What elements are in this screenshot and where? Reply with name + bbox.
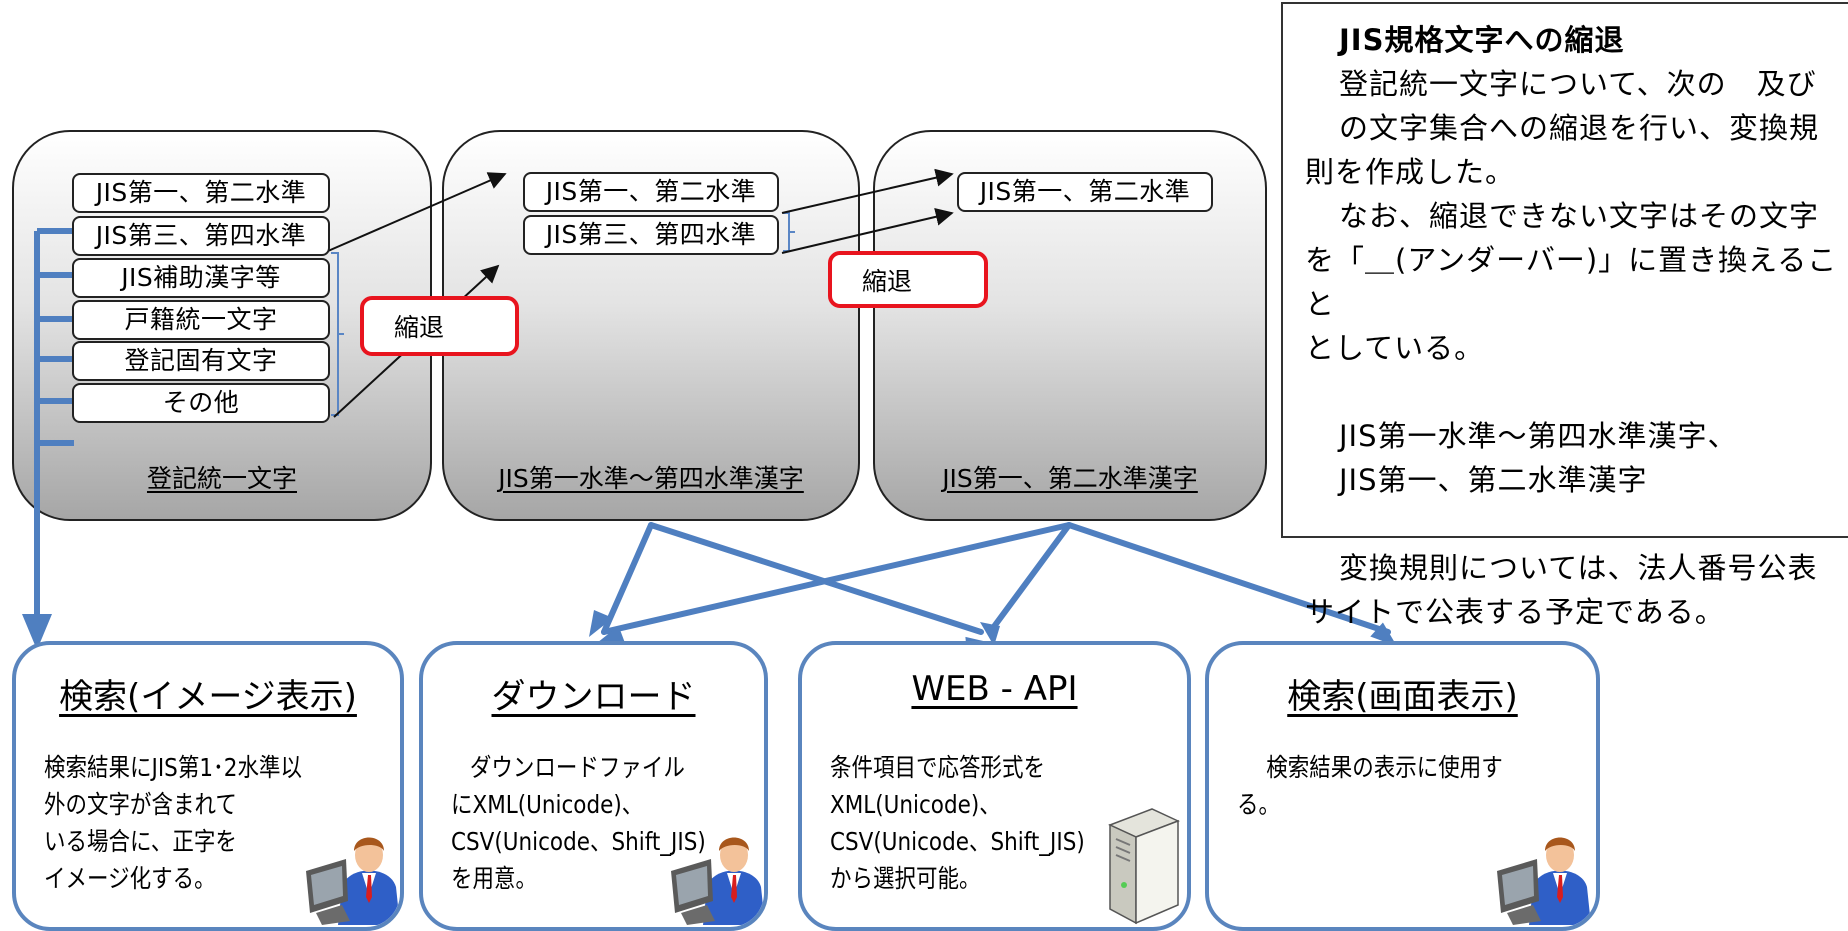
note-heading: JIS規格文字への縮退 bbox=[1339, 23, 1625, 57]
card-body-line: イメージ化する。 bbox=[44, 864, 216, 893]
category-registry-specific: 登記固有文字 bbox=[72, 341, 330, 381]
category-jis-3-4: JIS第三、第四水準 bbox=[72, 216, 330, 256]
person-at-computer-icon bbox=[306, 837, 400, 925]
note-line: 登記統一文字について、次の 及び bbox=[1339, 67, 1817, 101]
note-line: JIS第一、第二水準漢字 bbox=[1339, 463, 1648, 497]
card-body: 検索結果にJIS第1･2水準以 外の文字が含まれて いる場合に、正字を イメージ… bbox=[44, 749, 302, 897]
card-title: 検索(画面表示) bbox=[1287, 677, 1518, 717]
note-line: を「＿(アンダーバー)」に置き換えること bbox=[1305, 243, 1838, 321]
card-title: 検索(イメージ表示) bbox=[59, 677, 357, 717]
card-body-line: を用意。 bbox=[451, 864, 538, 893]
card-body: ダウンロードファイル にXML(Unicode)、 CSV(Unicode、Sh… bbox=[451, 749, 706, 897]
category-jis-3-4: JIS第三、第四水準 bbox=[523, 215, 779, 255]
note-line: サイトで公表する予定である。 bbox=[1305, 595, 1725, 629]
category-other: その他 bbox=[72, 383, 330, 423]
card-body: 条件項目で応答形式を XML(Unicode)、 CSV(Unicode、Shi… bbox=[830, 749, 1085, 897]
card-body-line: ダウンロードファイル bbox=[469, 753, 685, 782]
card-body: 検索結果の表示に使用す る。 bbox=[1237, 749, 1503, 823]
server-icon bbox=[1108, 808, 1180, 925]
group-title: JIS第一、第二水準漢字 bbox=[942, 464, 1198, 493]
card-body-line: 条件項目で応答形式を bbox=[830, 753, 1046, 782]
card-web-api: WEB - API 条件項目で応答形式を XML(Unicode)、 CSV(U… bbox=[798, 641, 1191, 931]
card-download: ダウンロード ダウンロードファイル にXML(Unicode)、 CSV(Uni… bbox=[419, 641, 768, 931]
card-body-line: XML(Unicode)、 bbox=[830, 790, 1001, 819]
person-at-computer-icon bbox=[1497, 837, 1591, 925]
category-family-register: 戸籍統一文字 bbox=[72, 300, 330, 340]
card-body-line: る。 bbox=[1237, 790, 1281, 819]
group-title: 登記統一文字 bbox=[146, 464, 297, 493]
note-line: 則を作成した。 bbox=[1305, 155, 1516, 189]
note-line: なお、縮退できない文字はその文字 bbox=[1339, 199, 1820, 233]
card-title: WEB - API bbox=[911, 669, 1078, 709]
card-body-line: から選択可能。 bbox=[830, 864, 981, 893]
note-line: 変換規則については、法人番号公表 bbox=[1339, 551, 1818, 585]
card-body-line: 検索結果にJIS第1･2水準以 bbox=[44, 753, 302, 782]
shrink-label-2: 縮退 bbox=[828, 251, 988, 308]
category-jis-supplementary: JIS補助漢字等 bbox=[72, 258, 330, 298]
note-line: JIS第一水準～第四水準漢字、 bbox=[1339, 419, 1738, 453]
card-body-line: CSV(Unicode、Shift_JIS) bbox=[830, 827, 1085, 856]
card-search-image: 検索(イメージ表示) 検索結果にJIS第1･2水準以 外の文字が含まれて いる場… bbox=[12, 641, 404, 931]
note-box: JIS規格文字への縮退 登記統一文字について、次の 及び の文字集合への縮退を行… bbox=[1281, 2, 1848, 629]
card-search-screen: 検索(画面表示) 検索結果の表示に使用す る。 bbox=[1205, 641, 1600, 931]
card-body-line: にXML(Unicode)、 bbox=[451, 790, 644, 819]
note-line: としている。 bbox=[1305, 331, 1485, 365]
person-at-computer-icon bbox=[671, 837, 764, 925]
card-body-line: いる場合に、正字を bbox=[44, 827, 237, 856]
category-jis-1-2: JIS第一、第二水準 bbox=[957, 172, 1213, 212]
group-title: JIS第一水準～第四水準漢字 bbox=[498, 464, 804, 493]
category-jis-1-2: JIS第一、第二水準 bbox=[523, 172, 779, 212]
shrink-label-1: 縮退 bbox=[360, 296, 519, 356]
card-title: ダウンロード bbox=[491, 677, 696, 717]
card-body-line: 検索結果の表示に使用す bbox=[1266, 753, 1503, 782]
card-body-line: 外の文字が含まれて bbox=[44, 790, 237, 819]
category-jis-1-2: JIS第一、第二水準 bbox=[72, 173, 330, 213]
note-line: の文字集合への縮退を行い、変換規 bbox=[1339, 111, 1820, 145]
card-body-line: CSV(Unicode、Shift_JIS) bbox=[451, 827, 706, 856]
